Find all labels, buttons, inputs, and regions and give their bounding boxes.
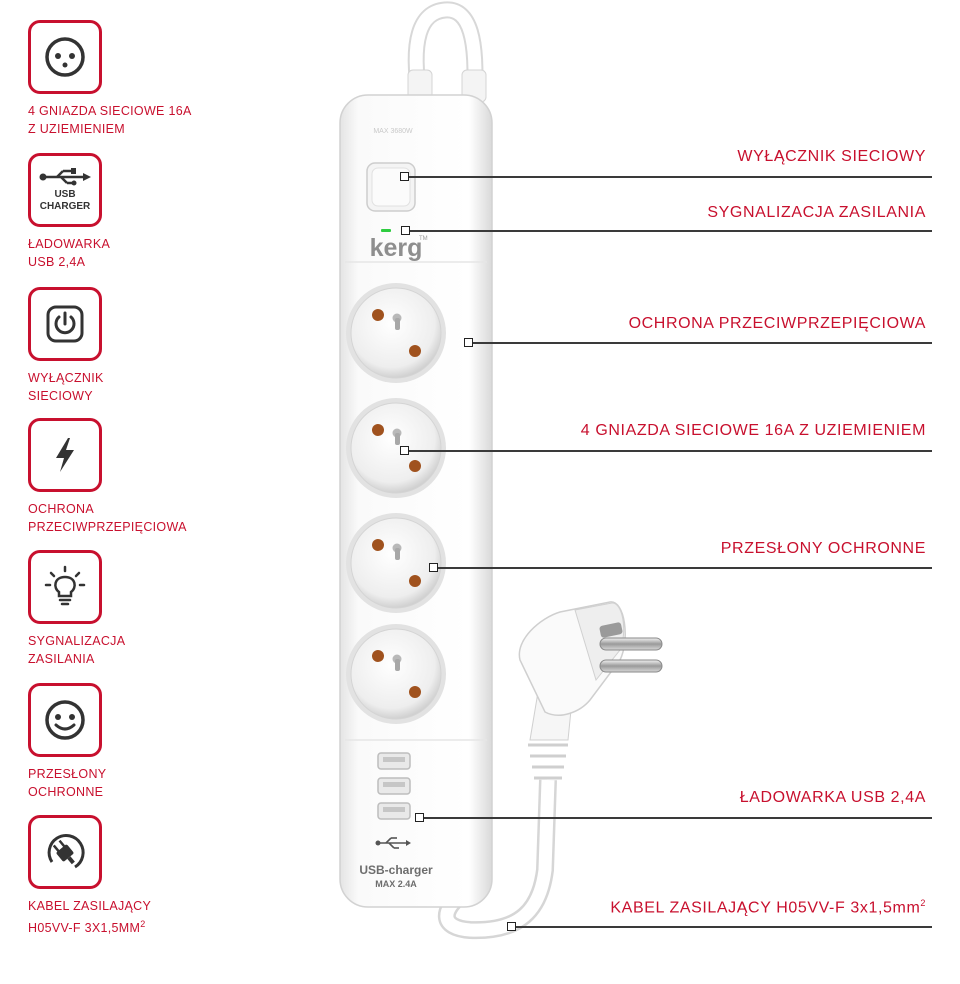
- charger-icon-text: CHARGER: [40, 201, 91, 212]
- callout-line-switch: [405, 176, 932, 178]
- callout-marker-cable: [507, 922, 516, 931]
- feature-power-switch: WYŁĄCZNIK SIECIOWY: [28, 287, 228, 405]
- usb-port-1[interactable]: [377, 752, 411, 770]
- feature-label-line: ZASILANIA: [28, 652, 95, 666]
- lightbulb-icon: [28, 550, 102, 624]
- feature-label-line: USB 2,4A: [28, 255, 86, 269]
- feature-label-line: 4 GNIAZDA SIECIOWE 16A: [28, 104, 192, 118]
- callout-sockets: 4 GNIAZDA SIECIOWE 16A Z UZIEMIENIEM: [580, 422, 926, 439]
- socket-4[interactable]: [346, 624, 446, 724]
- feature-label-line: Z UZIEMIENIEM: [28, 122, 125, 136]
- callout-line-usb: [420, 817, 932, 819]
- feature-label-line: WYŁĄCZNIK: [28, 371, 104, 385]
- feature-power-indicator: SYGNALIZACJA ZASILANIA: [28, 550, 228, 668]
- feature-power-cable: KABEL ZASILAJĄCY H05VV-F 3x1,5mm2: [28, 815, 228, 937]
- callout-marker-sockets: [400, 446, 409, 455]
- callout-line-led: [406, 230, 932, 232]
- callout-marker-switch: [400, 172, 409, 181]
- feature-label-line: PRZECIWPRZEPIĘCIOWA: [28, 520, 187, 534]
- callout-power-indicator: SYGNALIZACJA ZASILANIA: [707, 204, 926, 221]
- callout-marker-usb: [415, 813, 424, 822]
- callout-marker-shutters: [429, 563, 438, 572]
- usb-charger-icon: USB CHARGER: [28, 153, 102, 227]
- socket-3[interactable]: [346, 513, 446, 613]
- schuko-plug: [518, 601, 663, 780]
- feature-label-line: OCHRONA: [28, 502, 94, 516]
- usb-port-2[interactable]: [377, 777, 411, 795]
- feature-surge-protection: OCHRONA PRZECIWPRZEPIĘCIOWA: [28, 418, 228, 536]
- power-icon: [28, 287, 102, 361]
- usb-max-label: MAX 2.4A: [375, 879, 417, 889]
- usb-icon-text: USB: [54, 189, 75, 200]
- lightning-icon: [28, 418, 102, 492]
- rating-text: MAX 3680W: [373, 128, 413, 135]
- callout-line-cable: [512, 926, 932, 928]
- feature-label-line: PRZESŁONY: [28, 767, 107, 781]
- superscript-2: 2: [920, 898, 926, 908]
- usb-symbol-icon: [378, 837, 406, 849]
- usb-charger-label: USB-charger: [359, 863, 433, 877]
- socket-1[interactable]: [346, 283, 446, 383]
- callout-line-surge: [469, 342, 932, 344]
- socket-2[interactable]: [346, 398, 446, 498]
- trademark-symbol: TM: [419, 236, 428, 242]
- callout-shutters: PRZESŁONY OCHRONNE: [720, 540, 926, 557]
- feature-label-line: H05VV-F 3x1,5mm2: [28, 915, 228, 937]
- feature-usb-charger: USB CHARGER ŁADOWARKA USB 2,4A: [28, 153, 228, 271]
- brand-logo: kerg: [370, 234, 423, 262]
- callout-marker-led: [401, 226, 410, 235]
- callout-cable-text: KABEL ZASILAJĄCY H05VV-F 3x1,5mm: [610, 899, 921, 917]
- socket-icon: [28, 20, 102, 94]
- feature-shutters: PRZESŁONY OCHRONNE: [28, 683, 228, 801]
- cable-spec-text: H05VV-F 3x1,5mm: [28, 921, 141, 936]
- callout-usb-charger: ŁADOWARKA USB 2,4A: [739, 789, 926, 806]
- feature-label-line: SIECIOWY: [28, 389, 93, 403]
- usb-port-3[interactable]: [377, 802, 411, 820]
- feature-sockets: 4 GNIAZDA SIECIOWE 16A Z UZIEMIENIEM: [28, 20, 228, 138]
- power-led: [381, 229, 391, 232]
- callout-surge-protection: OCHRONA PRZECIWPRZEPIĘCIOWA: [628, 315, 926, 332]
- feature-label-line: SYGNALIZACJA: [28, 634, 126, 648]
- superscript-2: 2: [140, 919, 146, 929]
- callout-marker-surge: [464, 338, 473, 347]
- strip-body: [339, 94, 493, 908]
- feature-label-line: OCHRONNE: [28, 785, 104, 799]
- callout-line-sockets: [405, 450, 932, 452]
- callout-power-switch: WYŁĄCZNIK SIECIOWY: [737, 148, 926, 165]
- shutter-icon: [28, 683, 102, 757]
- plug-cable-icon: [28, 815, 102, 889]
- callout-line-shutters: [434, 567, 932, 569]
- feature-label-line: ŁADOWARKA: [28, 237, 111, 251]
- feature-label-line: KABEL ZASILAJĄCY: [28, 899, 152, 913]
- callout-power-cable: KABEL ZASILAJĄCY H05VV-F 3x1,5mm2: [610, 898, 926, 917]
